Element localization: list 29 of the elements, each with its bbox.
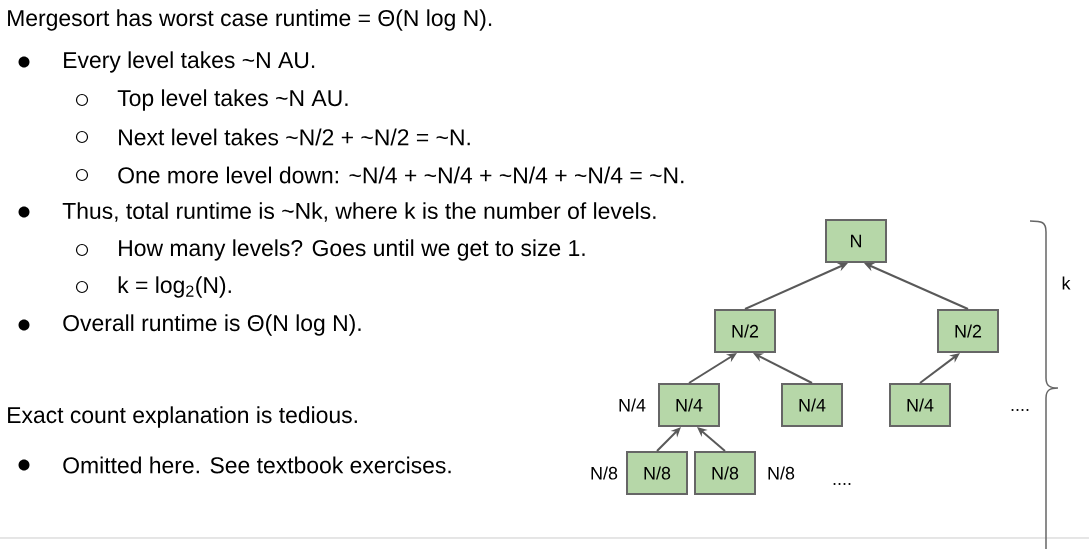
arrow xyxy=(697,427,726,452)
arrow xyxy=(656,427,681,452)
bullet-text: Next level takes ~N/2 + ~N/2 = ~N. xyxy=(119,128,470,146)
tree-box: N/8 xyxy=(694,451,756,495)
bullet-text: Exact count explanation is tedious. xyxy=(8,406,357,428)
bullet-text: Overall runtime is Θ(N log N). xyxy=(63,314,361,336)
tree-box: N/4 xyxy=(889,383,951,427)
tree-box: N/2 xyxy=(937,309,999,353)
tree-box: N/4 xyxy=(658,383,720,427)
size-label: N/4 xyxy=(619,398,646,412)
bullet-text: How many levels? Goes until we get to size 1. xyxy=(119,239,585,261)
bullet-text: Thus, total runtime is ~Nk, where k is the number of levels. xyxy=(62,202,656,222)
bullet-text: Omitted here. See textbook exercises. xyxy=(63,456,451,474)
size-label: N/8 xyxy=(768,466,795,480)
tree-box: N/4 xyxy=(781,383,843,427)
heading: Mergesort has worst case runtime = Θ(N log N). xyxy=(8,9,492,31)
bullet-text: One more level down: ~N/4 + ~N/4 + ~N/4 + ~N/4 = ~N. xyxy=(118,166,684,184)
arrow xyxy=(688,353,737,384)
tree-box: N/2 xyxy=(714,309,776,353)
arrow xyxy=(919,353,960,384)
ellipsis: .... xyxy=(1011,409,1029,411)
tree-box: N xyxy=(825,219,887,263)
tree-box: N/8 xyxy=(626,451,688,495)
bullet-text: Top level takes ~N AU. xyxy=(117,89,348,111)
ellipsis: .... xyxy=(833,483,851,485)
size-label: N/8 xyxy=(591,466,618,480)
bullet-text: k = log$_{2}$(N). xyxy=(118,276,231,298)
brace-label: k xyxy=(1062,276,1071,290)
bullet-text: Every level takes ~N AU. xyxy=(64,51,315,73)
